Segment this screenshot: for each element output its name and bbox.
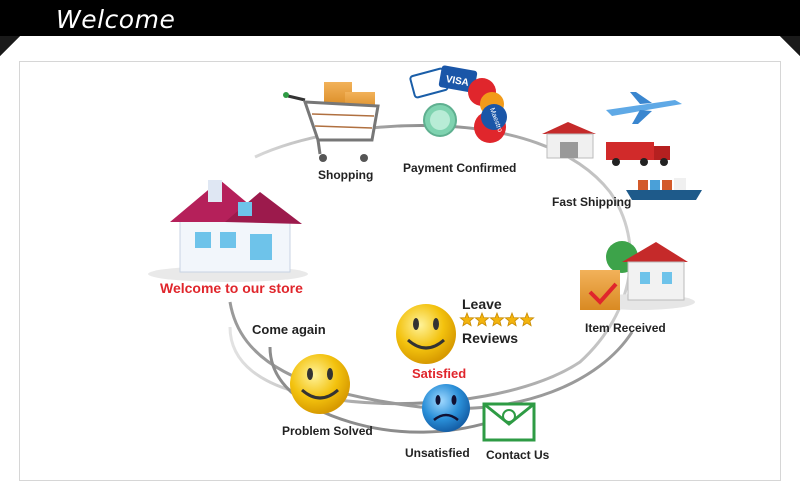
page-title: Welcome — [56, 5, 176, 34]
delivered-house-icon — [580, 241, 695, 310]
step-received-label: Item Received — [585, 321, 666, 335]
step-leave-label: Leave — [462, 296, 502, 312]
review-stars — [459, 311, 535, 327]
diagram-graphics: VISA Maestro — [148, 65, 702, 442]
review-star — [519, 311, 535, 327]
smiley-icon — [290, 354, 350, 414]
step-satisfied-label: Satisfied — [412, 366, 467, 381]
envelope-icon — [482, 402, 536, 442]
visa-card-label: VISA — [445, 74, 470, 89]
credit-cards-icon: VISA Maestro — [409, 65, 507, 143]
step-shipping-label: Fast Shipping — [552, 195, 632, 209]
review-star — [489, 311, 505, 327]
step-shopping-label: Shopping — [318, 168, 374, 182]
step-problem-solved-label: Problem Solved — [282, 424, 373, 438]
workflow-diagram: VISA Maestro — [19, 61, 781, 481]
review-star — [474, 311, 490, 327]
step-payment-label: Payment Confirmed — [403, 161, 517, 175]
sad-face-icon — [422, 384, 470, 432]
smiley-icon — [396, 304, 456, 364]
ship-icon — [626, 178, 702, 200]
step-unsatisfied-label: Unsatisfied — [405, 446, 470, 460]
truck-icon — [606, 142, 670, 166]
warehouse-icon — [542, 122, 596, 159]
step-welcome-label: Welcome to our store — [160, 280, 303, 296]
house-icon — [148, 180, 308, 282]
review-star — [504, 311, 520, 327]
step-contact-label: Contact Us — [486, 448, 550, 462]
step-come-again-label: Come again — [252, 322, 326, 337]
header-banner: Welcome — [0, 0, 800, 56]
shopping-cart-icon — [283, 82, 380, 162]
airplane-icon — [606, 92, 682, 124]
header-shape — [0, 0, 800, 56]
step-reviews-label: Reviews — [462, 330, 519, 346]
review-star — [459, 311, 475, 327]
